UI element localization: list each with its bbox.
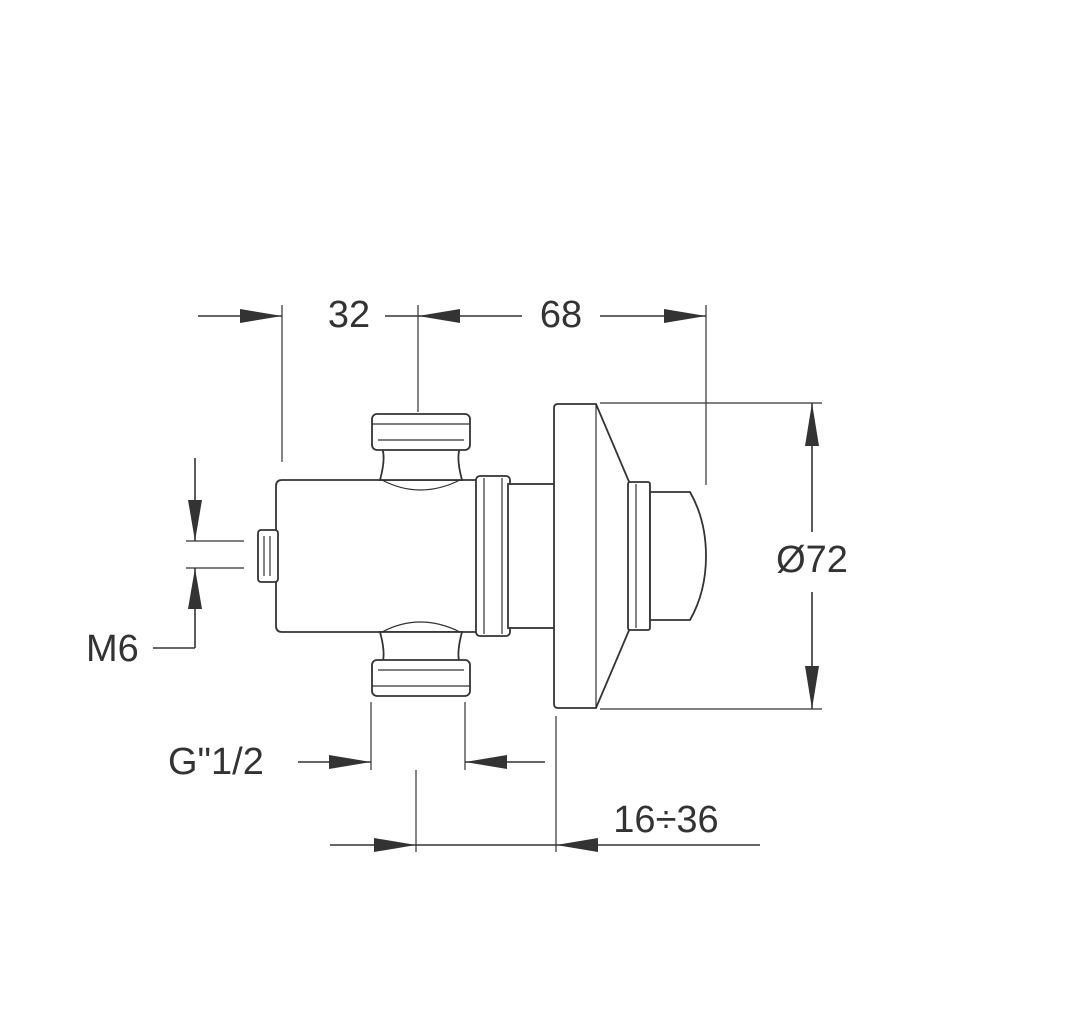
- arrow-68-right: [664, 309, 706, 323]
- arrow-32-left: [240, 309, 282, 323]
- dimension-32-label: 32: [328, 294, 370, 336]
- valve-body: [257, 403, 707, 709]
- arrow-wall-left: [374, 838, 416, 852]
- dimension-wall-range: [330, 716, 760, 852]
- dimension-m6-label: M6: [86, 628, 139, 670]
- arrow-wall-right: [556, 838, 598, 852]
- dimension-g12-label: G"1/2: [168, 741, 264, 783]
- arrow-68-left: [418, 309, 460, 323]
- arrow-diameter-bottom: [805, 666, 819, 709]
- dimension-g12: [298, 702, 545, 770]
- dimension-68-label: 68: [540, 294, 582, 336]
- arrow-diameter-top: [805, 403, 819, 446]
- arrow-m6-top: [188, 500, 202, 541]
- dimension-m6: [153, 458, 244, 649]
- dimension-32-68: [198, 305, 707, 485]
- arrow-m6-bottom: [188, 568, 202, 609]
- dimension-wall-range-label: 16÷36: [613, 799, 718, 841]
- arrow-g12-left: [329, 755, 371, 769]
- dimension-diameter-label: Ø72: [776, 539, 848, 581]
- dimension-diameter: [600, 402, 822, 710]
- arrow-g12-right: [465, 755, 507, 769]
